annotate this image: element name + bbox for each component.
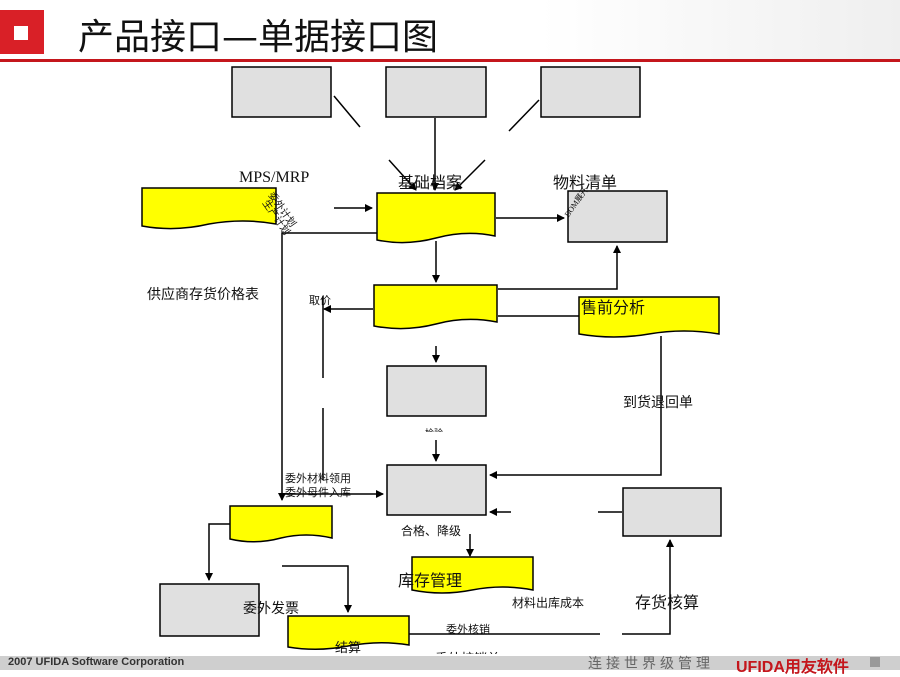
line-outsource-to-settle [282, 565, 352, 613]
connector-top-right [508, 99, 540, 132]
label-qualified-downgrade: 合格、降级 [401, 524, 462, 538]
label-outsource-verify: 委外核销 [446, 624, 490, 636]
line-base-left-down [278, 232, 377, 501]
label-settle: 结算 [335, 640, 362, 655]
page-title: 产品接口—单据接口图 [78, 17, 439, 58]
footer-copyright: 2007 UFIDA Software Corporation [8, 656, 185, 668]
footer-gray-strip [0, 656, 900, 670]
connector-top-left [333, 95, 361, 128]
arrow-verify-to-accounting [622, 539, 674, 635]
footer-bar: 2007 UFIDA Software Corporation 连接世界级管理 … [0, 653, 900, 676]
doc-presale-analysis [578, 296, 720, 338]
label-material-cost: 材料出库成本 [512, 596, 585, 610]
header-bar: 产品接口—单据接口图 [0, 0, 900, 62]
box-storage [386, 464, 487, 516]
box-inventory-accounting [622, 487, 722, 537]
arrow-diag-right [454, 159, 486, 191]
arrow-diag-left [388, 159, 417, 191]
top-box-left [231, 66, 332, 118]
footer-motto: 连接世界级管理 [588, 656, 714, 672]
label-inventory-mgmt: 库存管理 [398, 573, 463, 590]
label-presale-analysis: 售前分析 [581, 300, 646, 317]
doc-purchase-order [373, 284, 498, 330]
box-bom [567, 190, 668, 243]
label-basic-archive: 基础档案 [398, 175, 463, 192]
logo-inner-square [14, 26, 28, 40]
label-arrival-return: 到货退回单 [623, 396, 693, 411]
line-outsource-to-invoice-box [205, 523, 230, 581]
footer-brand-logo: UFIDA用友软件 [736, 659, 849, 676]
label-outsource-invoice: 委外发票 [243, 602, 299, 617]
label-outsource-parent: 委外母件入库 [285, 487, 351, 499]
line-order-to-bom [498, 245, 621, 290]
doc-inventory-mgmt [411, 556, 534, 594]
doc-basic-archive [376, 192, 496, 244]
label-outsource-verify-doc: 委外核销单 [435, 648, 500, 654]
label-inventory-accounting: 存货核算 [635, 595, 700, 612]
footer-square-icon [870, 657, 880, 667]
header-divider [0, 59, 900, 62]
label-supplier-price: 供应商存货价格表 [147, 288, 259, 303]
top-box-center [385, 66, 487, 118]
label-get-price: 取价 [309, 295, 331, 307]
label-bom: 物料清单 [553, 175, 618, 192]
label-check: 检验 [425, 426, 443, 432]
top-box-right [540, 66, 641, 118]
box-arrival [386, 365, 487, 417]
doc-settle [287, 615, 410, 650]
doc-mps-mrp [141, 187, 277, 230]
doc-outsource-order [229, 505, 333, 543]
label-outsource-material: 委外材料领用 [285, 473, 351, 485]
line-presale-to-storage [489, 336, 662, 479]
box-outsource-invoice [159, 583, 260, 637]
label-mps-mrp: MPS/MRP [239, 169, 310, 186]
